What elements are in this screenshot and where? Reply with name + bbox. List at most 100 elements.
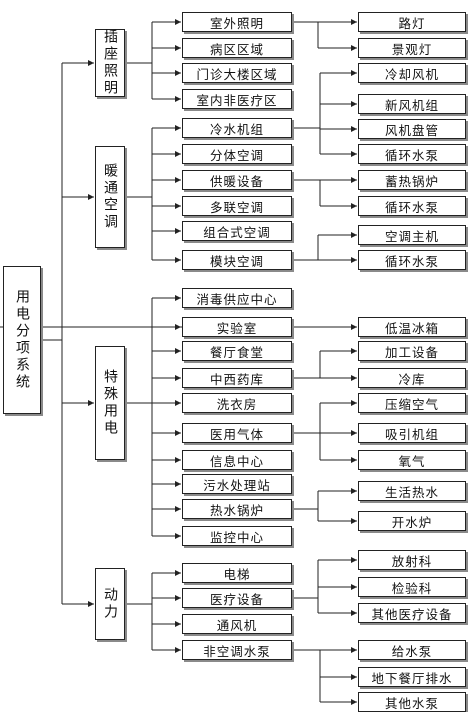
arrowhead — [175, 177, 181, 183]
item-node: 供暖设备 — [182, 170, 292, 190]
arrowhead — [351, 647, 357, 653]
category-node: 插座照明 — [95, 29, 125, 97]
arrowhead — [175, 125, 181, 131]
arrowhead — [351, 430, 357, 436]
arrowhead — [175, 481, 181, 487]
arrowhead — [175, 506, 181, 512]
arrowhead — [175, 375, 181, 381]
item-node: 组合式空调 — [182, 221, 292, 241]
category-node: 暖通空调 — [95, 146, 125, 248]
leaf-node: 其他医疗设备 — [358, 603, 466, 623]
item-node: 室外照明 — [182, 12, 292, 32]
leaf-node: 低温冰箱 — [358, 317, 466, 337]
arrowhead — [175, 570, 181, 576]
item-node: 模块空调 — [182, 250, 292, 270]
arrowhead — [175, 96, 181, 102]
arrowhead — [175, 45, 181, 51]
arrowhead — [351, 232, 357, 238]
leaf-node: 氧气 — [358, 450, 466, 470]
arrowhead — [175, 70, 181, 76]
arrowhead — [175, 430, 181, 436]
item-node: 污水处理站 — [182, 474, 292, 494]
item-node: 洗衣房 — [182, 393, 292, 413]
leaf-node: 冷却风机 — [358, 63, 466, 83]
item-node: 通风机 — [182, 614, 292, 634]
leaf-node: 给水泵 — [358, 640, 466, 660]
leaf-node: 放射科 — [358, 550, 466, 570]
arrowhead — [175, 621, 181, 627]
arrowhead — [351, 101, 357, 107]
item-node: 多联空调 — [182, 196, 292, 216]
category-node: 特殊用电 — [95, 346, 125, 460]
leaf-node: 生活热水 — [358, 481, 466, 501]
arrowhead — [351, 457, 357, 463]
arrowhead — [351, 699, 357, 705]
arrowhead — [351, 151, 357, 157]
leaf-node: 其他水泵 — [358, 692, 466, 712]
leaf-node: 开水炉 — [358, 511, 466, 531]
item-node: 室内非医疗区 — [182, 89, 292, 109]
item-node: 非空调水泵 — [182, 640, 292, 660]
arrowhead — [88, 601, 94, 607]
connector-lines — [0, 21, 357, 703]
arrowhead — [351, 45, 357, 51]
arrowhead — [351, 203, 357, 209]
arrowhead — [351, 400, 357, 406]
arrowhead — [175, 533, 181, 539]
item-node: 分体空调 — [182, 144, 292, 164]
leaf-node: 加工设备 — [358, 341, 466, 361]
arrowhead — [351, 557, 357, 563]
item-node: 热水锅炉 — [182, 499, 292, 519]
arrowhead — [351, 126, 357, 132]
arrowhead — [175, 647, 181, 653]
leaf-node: 循环水泵 — [358, 144, 466, 164]
arrowhead — [175, 257, 181, 263]
leaf-node: 冷库 — [358, 368, 466, 388]
arrowhead — [351, 177, 357, 183]
arrowhead — [175, 19, 181, 25]
item-node: 冷水机组 — [182, 118, 292, 138]
leaf-node: 风机盘管 — [358, 119, 466, 139]
leaf-node: 检验科 — [358, 577, 466, 597]
arrowhead — [175, 400, 181, 406]
leaf-node: 路灯 — [358, 12, 466, 32]
leaf-node: 循环水泵 — [358, 250, 466, 270]
item-node: 病区区域 — [182, 38, 292, 58]
item-node: 监控中心 — [182, 526, 292, 546]
arrowhead — [88, 194, 94, 200]
arrowhead — [351, 584, 357, 590]
arrowhead — [175, 151, 181, 157]
arrowhead — [351, 488, 357, 494]
item-node: 餐厅食堂 — [182, 341, 292, 361]
arrowhead — [351, 324, 357, 330]
item-node: 实验室 — [182, 317, 292, 337]
arrowhead — [175, 324, 181, 330]
leaf-node: 压缩空气 — [358, 393, 466, 413]
arrowhead — [175, 595, 181, 601]
arrowhead — [88, 60, 94, 66]
arrowhead — [175, 228, 181, 234]
arrowhead — [351, 518, 357, 524]
item-node: 医疗设备 — [182, 588, 292, 608]
item-node: 中西药库 — [182, 368, 292, 388]
arrowhead — [175, 457, 181, 463]
arrowhead — [351, 257, 357, 263]
arrowhead — [88, 400, 94, 406]
arrowhead — [175, 203, 181, 209]
leaf-node: 地下餐厅排水 — [358, 667, 466, 687]
arrowhead — [351, 375, 357, 381]
item-node: 消毒供应中心 — [182, 288, 292, 308]
root-node: 用电分项系统 — [3, 266, 41, 414]
arrowhead — [351, 674, 357, 680]
item-node: 门诊大楼区域 — [182, 63, 292, 83]
arrowheads — [88, 19, 357, 705]
arrowhead — [351, 610, 357, 616]
leaf-node: 吸引机组 — [358, 423, 466, 443]
arrowhead — [351, 19, 357, 25]
arrowhead — [351, 348, 357, 354]
leaf-node: 空调主机 — [358, 225, 466, 245]
item-node: 医用气体 — [182, 423, 292, 443]
leaf-node: 景观灯 — [358, 38, 466, 58]
leaf-node: 循环水泵 — [358, 196, 466, 216]
